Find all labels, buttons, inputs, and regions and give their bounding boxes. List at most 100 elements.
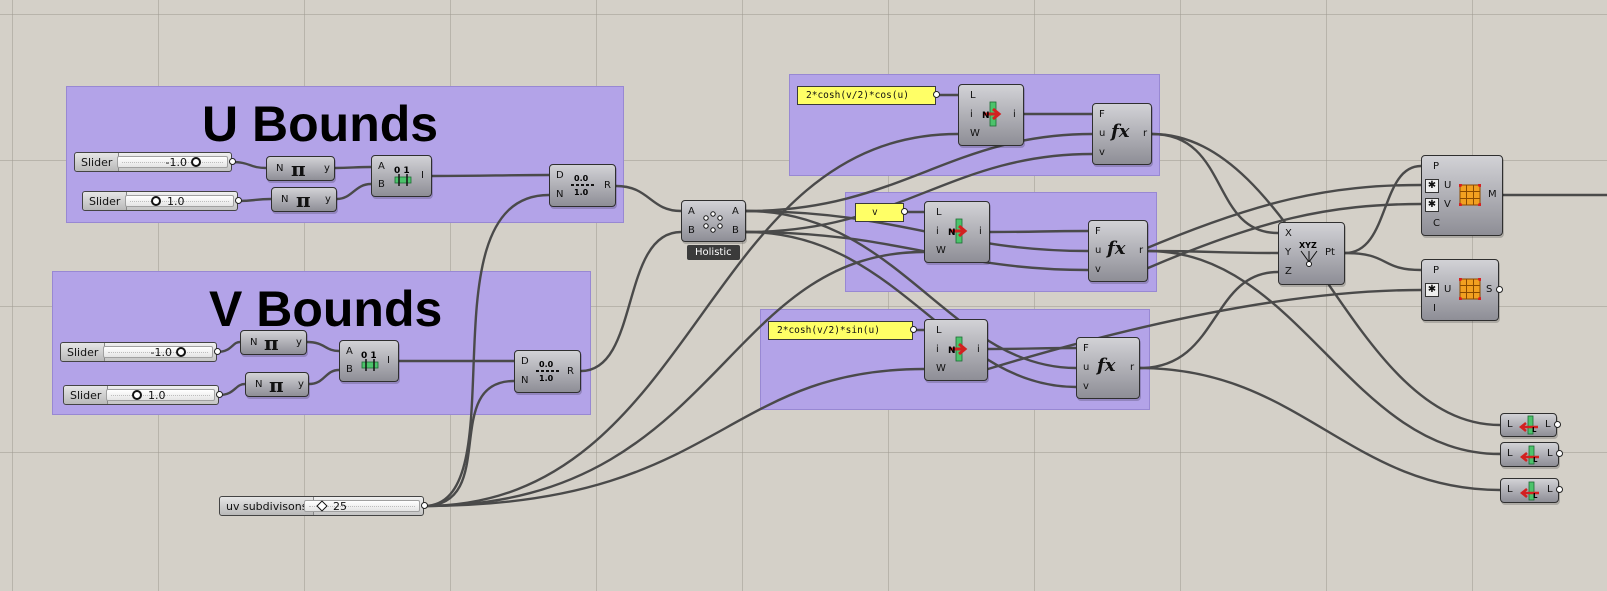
slider-knob-icon[interactable] (316, 500, 328, 512)
pin-m: M (1488, 189, 1497, 200)
slider-v-min-value: -1.0 (151, 343, 186, 361)
output-grip[interactable] (216, 391, 223, 398)
pin-a: A (378, 161, 385, 172)
pin-r: r (1143, 128, 1148, 139)
pin-p: P (1433, 265, 1440, 276)
svg-text:0.0: 0.0 (574, 174, 589, 183)
pin-u: U (1444, 180, 1452, 191)
pin-y: y (298, 379, 304, 390)
pin-r: R (604, 180, 611, 191)
slider-u-min[interactable]: Slider -1.0 (74, 152, 232, 172)
construct-domain-u[interactable]: A B 0 1 I (371, 155, 432, 197)
output-grip[interactable] (933, 91, 940, 98)
pin-u: u (1095, 245, 1102, 256)
list-item-x[interactable]: L i W N i (958, 84, 1024, 146)
pin-n: N (556, 189, 564, 200)
svg-text:L: L (1533, 456, 1538, 464)
pin-u: u (1083, 362, 1090, 373)
output-grip[interactable] (229, 158, 236, 165)
output-grip[interactable] (421, 502, 428, 509)
divide-domain-u[interactable]: D N 0.0 1.0 R (549, 164, 616, 207)
expression-z[interactable]: F u v fx r (1076, 337, 1140, 399)
slider-knob-icon[interactable] (151, 196, 161, 206)
fx-expression-icon: fx (1097, 355, 1116, 376)
list-item-y[interactable]: L i W N i (924, 201, 990, 263)
panel-expression-z[interactable]: 2*cosh(v/2)*sin(u) (768, 321, 913, 340)
pin-i: i (936, 344, 939, 355)
slider-knob-icon[interactable] (132, 390, 142, 400)
panel-expression-x[interactable]: 2*cosh(v/2)*cos(u) (797, 86, 936, 105)
output-grip[interactable] (901, 208, 908, 215)
pin-a: A (688, 206, 695, 217)
slider-v-max-label: Slider (64, 386, 109, 404)
pin-l: L (1507, 419, 1513, 430)
pin-n: N (276, 163, 284, 174)
expression-x[interactable]: F u v fx r (1092, 103, 1152, 165)
output-grip[interactable] (1556, 450, 1563, 457)
construct-domain-icon: 0 1 (394, 166, 412, 186)
pin-n: N (521, 375, 529, 386)
pin-i: I (1433, 303, 1436, 314)
cross-reference-icon (703, 211, 723, 233)
multiply-pi-v-min[interactable]: N π y (240, 330, 307, 355)
output-grip[interactable] (235, 197, 242, 204)
expression-y[interactable]: F u v fx r (1088, 220, 1148, 282)
slider-u-min-value: -1.0 (166, 153, 201, 171)
slider-uv-subdivisions-track[interactable] (304, 500, 420, 512)
pi-icon: π (264, 331, 279, 355)
multiply-pi-u-min[interactable]: N π y (266, 156, 335, 181)
pin-d: D (556, 170, 564, 181)
pin-out-l: L (1547, 448, 1553, 459)
slider-v-min[interactable]: Slider -1.0 (60, 342, 217, 362)
pin-i: i (936, 226, 939, 237)
output-grip[interactable] (1496, 286, 1503, 293)
asterisk-icon: ✱ (1425, 283, 1439, 297)
pin-f: F (1099, 109, 1105, 120)
fx-expression-icon: fx (1107, 238, 1126, 259)
pin-y: y (296, 337, 302, 348)
slider-u-max[interactable]: Slider 1.0 (82, 191, 238, 211)
output-grip[interactable] (1554, 421, 1561, 428)
pin-l: L (970, 90, 976, 101)
list-item-icon: N (948, 336, 968, 362)
surface-grid[interactable]: P ✱ U I S (1421, 259, 1499, 321)
pin-s: S (1486, 284, 1493, 295)
list-length-3[interactable]: L L L (1500, 478, 1559, 503)
cross-reference[interactable]: A B A B (681, 200, 746, 242)
list-item-icon: N (982, 101, 1002, 127)
panel-expression-y[interactable]: v (855, 203, 904, 222)
svg-text:0.0: 0.0 (539, 360, 554, 369)
svg-text:1.0: 1.0 (574, 188, 589, 197)
mesh-surface[interactable]: P ✱ U ✱ V C M (1421, 155, 1503, 236)
pin-u: U (1444, 284, 1452, 295)
construct-point[interactable]: X Y Z XYZ Pt (1278, 222, 1345, 285)
pin-b: B (346, 364, 353, 375)
cross-reference-mode-tag: Holistic (687, 245, 740, 260)
pin-v: V (1444, 199, 1451, 210)
svg-text:L: L (1533, 492, 1538, 500)
pin-v: v (1095, 264, 1101, 275)
list-item-z[interactable]: L i W N i (924, 319, 988, 381)
slider-u-max-value: 1.0 (151, 192, 185, 210)
asterisk-icon: ✱ (1425, 198, 1439, 212)
list-length-2[interactable]: L L L (1500, 442, 1559, 467)
multiply-pi-u-max[interactable]: N π y (271, 187, 337, 212)
slider-uv-subdivisions-label: uv subdivisons (220, 497, 315, 515)
pin-pt: Pt (1325, 247, 1335, 258)
list-item-icon: N (948, 218, 968, 244)
output-grip[interactable] (1556, 486, 1563, 493)
divide-domain-v[interactable]: D N 0.0 1.0 R (514, 350, 581, 393)
slider-uv-subdivisions[interactable]: uv subdivisons 25 (219, 496, 424, 516)
output-grip[interactable] (910, 326, 917, 333)
slider-knob-icon[interactable] (176, 347, 186, 357)
construct-domain-v[interactable]: A B 0 1 I (339, 340, 399, 382)
slider-v-max[interactable]: Slider 1.0 (63, 385, 219, 405)
output-grip[interactable] (214, 348, 221, 355)
slider-u-max-label: Slider (83, 192, 128, 210)
multiply-pi-v-max[interactable]: N π y (245, 372, 309, 397)
pin-out-l: L (1545, 419, 1551, 430)
slider-uv-subdivisions-value: 25 (316, 497, 347, 515)
slider-knob-icon[interactable] (191, 157, 201, 167)
list-length-1[interactable]: L L L (1500, 413, 1557, 437)
